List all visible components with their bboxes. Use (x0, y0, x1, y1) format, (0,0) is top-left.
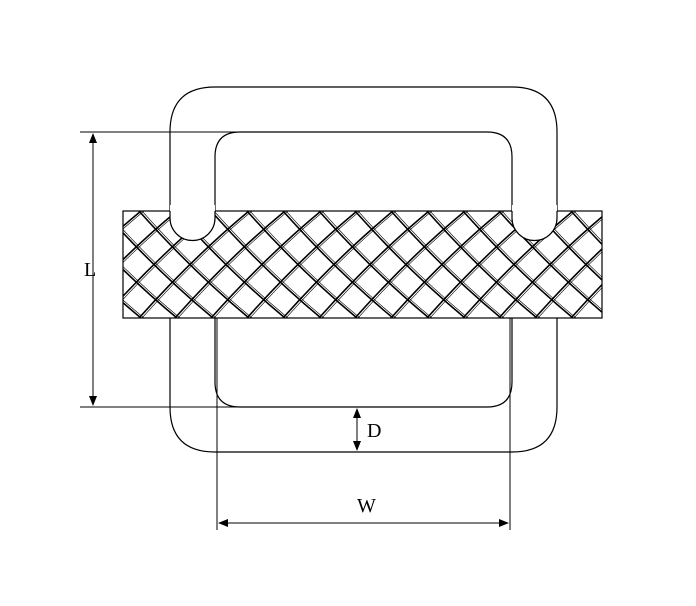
braid-strand (465, 211, 577, 318)
braid-strand (123, 266, 181, 318)
braid-strand (0, 211, 33, 318)
braid-strand (123, 231, 214, 318)
braid-strand (610, 211, 696, 318)
braid-strand (357, 211, 469, 318)
braid-strand (0, 211, 33, 318)
braid-strand (210, 211, 322, 318)
braid-strand (354, 211, 466, 318)
braid-strand (570, 283, 602, 318)
braid-strand (123, 268, 178, 318)
braid-strand (285, 211, 397, 318)
braid-strand (537, 251, 602, 318)
braid-strand (0, 211, 36, 318)
diameter-label: D (367, 420, 382, 442)
braid-strand (390, 211, 502, 318)
braid-strand (123, 229, 217, 318)
braid-strand (679, 211, 696, 318)
braid-strand (123, 211, 145, 230)
braid-strand (354, 211, 466, 318)
braid-strand (123, 299, 145, 318)
braid-strand (123, 301, 142, 318)
braid-strand (646, 211, 696, 318)
braid-strand (138, 211, 250, 318)
braid-strand (498, 211, 602, 314)
braid-strand (0, 211, 36, 318)
braid-strand (462, 211, 574, 318)
braid-strand (321, 211, 433, 318)
braid-strand (318, 211, 430, 318)
braid-strand (123, 211, 181, 263)
width-label: W (357, 495, 376, 517)
braid-strand (282, 211, 394, 318)
braid-strand (498, 215, 602, 318)
braid-strand (0, 211, 72, 318)
braid-strand (141, 211, 253, 318)
braid-strand (501, 219, 602, 318)
loop-ends (169, 205, 558, 242)
braid-strand (426, 211, 538, 318)
braid-strand (429, 211, 541, 318)
braid-strand (573, 287, 602, 318)
braid-strand (246, 211, 358, 318)
braid-strand (123, 211, 142, 228)
braid-strand (246, 211, 358, 318)
upper-loop (169, 86, 558, 228)
braid-strand (321, 211, 433, 318)
braid-strand (0, 211, 72, 318)
braid-strand (390, 211, 502, 318)
braid-strand (357, 211, 469, 318)
braid-strand (138, 211, 250, 318)
braid-strand (174, 211, 286, 318)
braid-strand (141, 211, 253, 318)
braid-strand (213, 211, 325, 318)
braid-strand (682, 211, 696, 318)
braid-strand (534, 247, 602, 318)
braid-strand (573, 211, 602, 242)
braid-strand (607, 211, 696, 318)
braid-strand (393, 211, 505, 318)
braid-strand (0, 211, 69, 318)
braid-strand (610, 211, 696, 318)
braid-strand (123, 211, 178, 261)
braided-sleeve (0, 210, 696, 319)
braid-strand (282, 211, 394, 318)
braid-strand (213, 211, 325, 318)
braid-strand (393, 211, 505, 318)
braid-strand (249, 211, 361, 318)
dimension-length (80, 131, 240, 408)
dimension-width (216, 318, 511, 530)
braid-strand (318, 211, 430, 318)
braid-strand (570, 211, 602, 246)
braid-strand (210, 211, 322, 318)
length-label: L (84, 259, 97, 281)
braid-strand (643, 211, 696, 318)
braid-strand (249, 211, 361, 318)
braid-strand (462, 211, 574, 318)
lower-loop (169, 318, 558, 453)
braid-strand (607, 211, 696, 318)
braid-strand (0, 211, 69, 318)
braid-strand (646, 211, 696, 318)
braid-strand (465, 211, 577, 318)
braid-strand (177, 211, 289, 318)
braid-strand (643, 211, 696, 318)
braid-strand (682, 211, 696, 318)
braid-strand (285, 211, 397, 318)
braid-strand (679, 211, 696, 318)
